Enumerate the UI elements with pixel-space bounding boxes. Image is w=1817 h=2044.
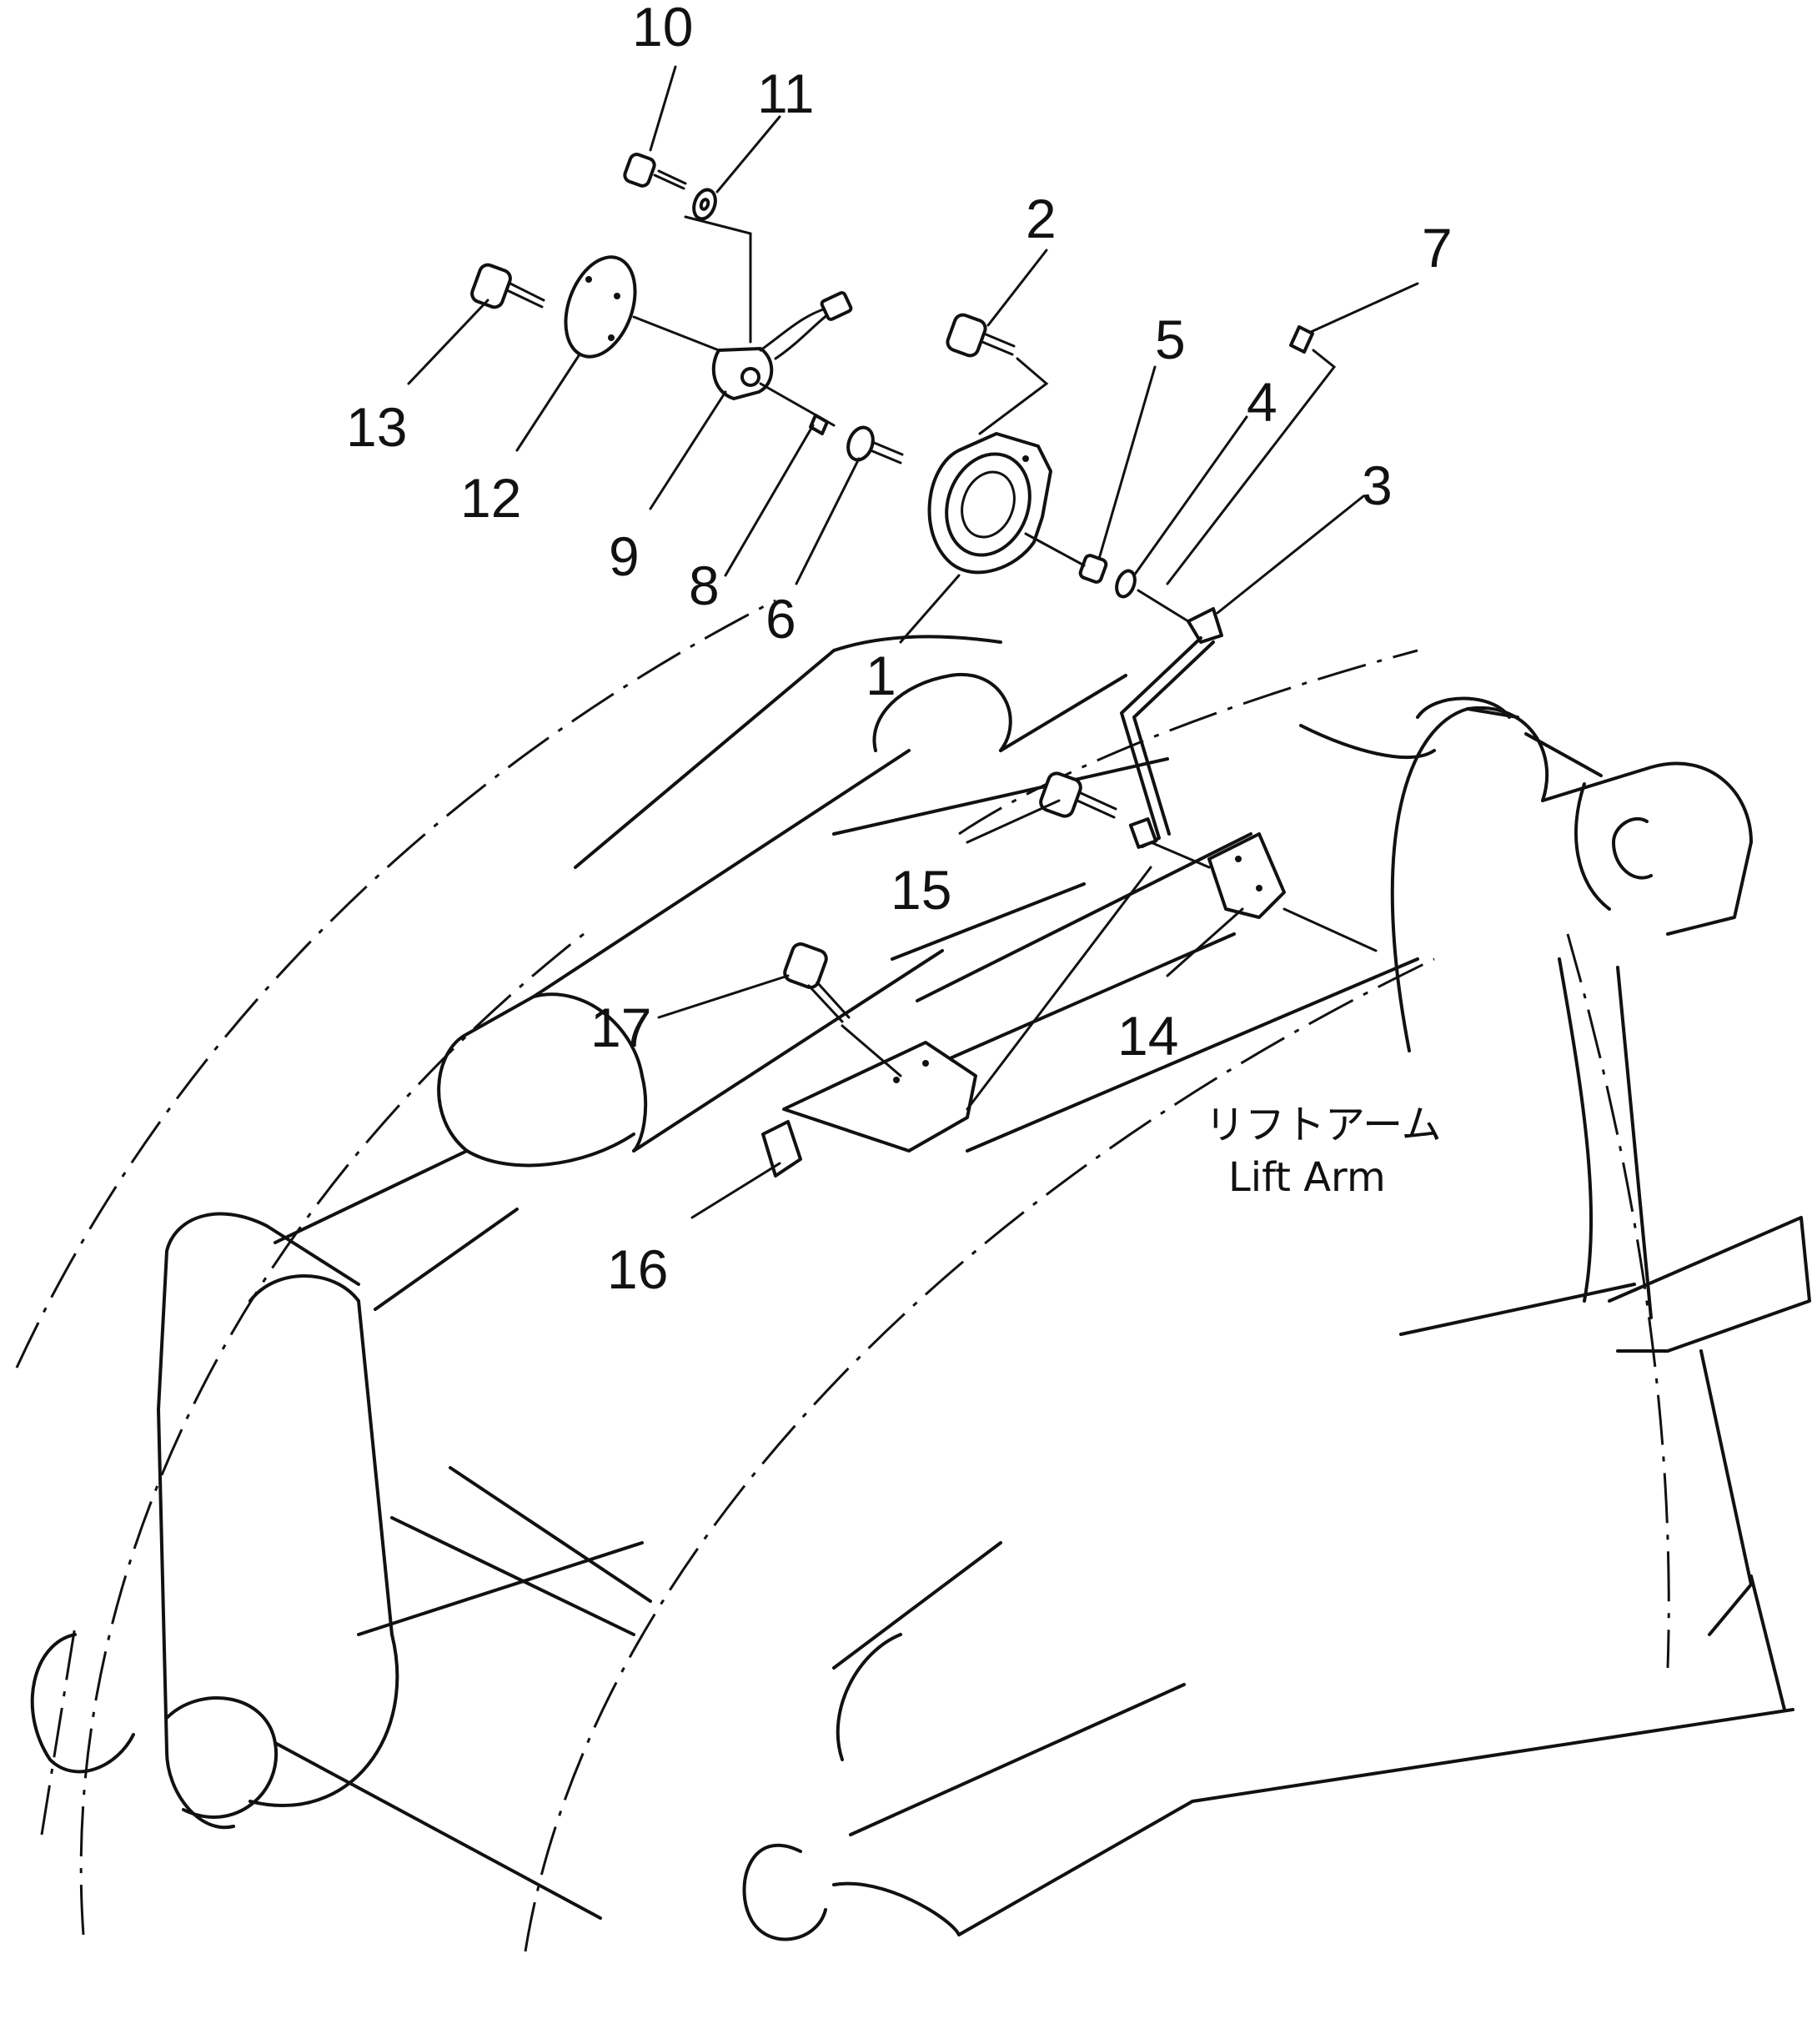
part-14-bracket bbox=[1207, 832, 1286, 919]
callout-labels: 1 2 3 4 5 6 7 8 9 10 11 12 13 14 15 16 1… bbox=[346, 0, 1453, 1300]
callout-12: 12 bbox=[460, 467, 521, 529]
assembly-guide-lines bbox=[632, 215, 1378, 1111]
callout-14: 14 bbox=[1117, 1005, 1178, 1067]
part-17-bolt bbox=[783, 942, 851, 1023]
callout-11: 11 bbox=[757, 63, 815, 124]
callout-15: 15 bbox=[891, 859, 951, 921]
part-3-bracket bbox=[1120, 607, 1223, 849]
callout-8: 8 bbox=[689, 555, 720, 616]
callout-16: 16 bbox=[607, 1238, 668, 1300]
callout-5: 5 bbox=[1155, 309, 1186, 370]
part-13-bolt bbox=[470, 263, 545, 309]
callout-4: 4 bbox=[1247, 371, 1277, 433]
callout-17: 17 bbox=[590, 997, 651, 1058]
part-11-washer bbox=[692, 188, 717, 221]
part-16-bracket bbox=[761, 1041, 977, 1178]
part-4-washer bbox=[1115, 569, 1137, 599]
part-9-sensor bbox=[711, 291, 853, 400]
part-6-bolt bbox=[846, 425, 904, 465]
callout-10: 10 bbox=[632, 0, 693, 58]
part-2-bolt bbox=[946, 313, 1016, 358]
callout-3: 3 bbox=[1362, 455, 1393, 516]
lift-arm-structure bbox=[15, 599, 1811, 1952]
part-10-bolt bbox=[623, 153, 687, 190]
part-5-spacer bbox=[1078, 554, 1108, 584]
lift-arm-label-english: Lift Arm bbox=[1228, 1154, 1386, 1201]
callout-7: 7 bbox=[1422, 217, 1453, 279]
part-12-cover-plate bbox=[564, 255, 637, 359]
part-7-bolt bbox=[1289, 325, 1314, 354]
callout-9: 9 bbox=[609, 525, 640, 587]
lift-arm-label: リフトアーム Lift Arm bbox=[1205, 1102, 1442, 1201]
part-1-horn bbox=[927, 432, 1052, 575]
callout-13: 13 bbox=[346, 396, 407, 458]
lift-arm-label-japanese: リフトアーム bbox=[1205, 1102, 1442, 1148]
callout-2: 2 bbox=[1026, 188, 1057, 249]
callout-6: 6 bbox=[765, 588, 796, 650]
callout-1: 1 bbox=[866, 645, 896, 706]
callout-leaders bbox=[407, 65, 1419, 1219]
